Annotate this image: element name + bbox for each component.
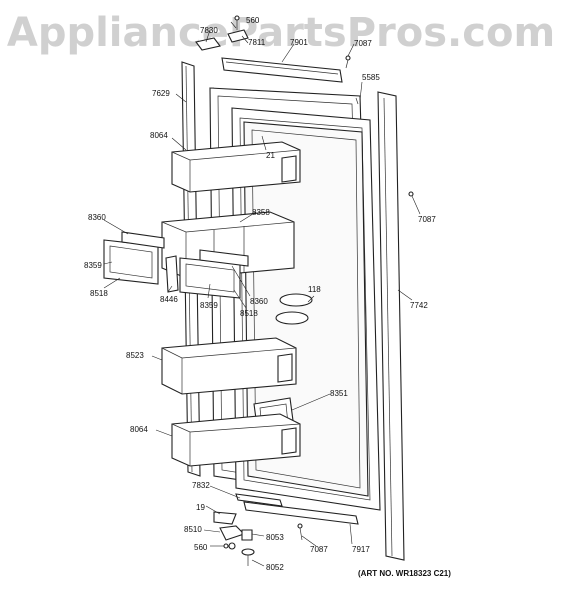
callout-560-bottom: 560 xyxy=(194,543,208,552)
callout-8446: 8446 xyxy=(160,295,178,304)
top-hinge-parts xyxy=(195,15,249,51)
bottom-parts xyxy=(213,493,359,566)
callout-8360-left: 8360 xyxy=(88,213,106,222)
callout-8360-mid: 8360 xyxy=(250,297,268,306)
callout-19: 19 xyxy=(196,503,205,512)
callout-7917: 7917 xyxy=(352,545,370,554)
dairy-door-8359-mid xyxy=(179,249,249,299)
callout-21: 21 xyxy=(266,151,275,160)
callout-7087-top: 7087 xyxy=(354,39,372,48)
bin-8523 xyxy=(161,337,297,395)
callout-7629: 7629 xyxy=(152,89,170,98)
callout-8518-mid: 8518 xyxy=(240,309,258,318)
bin-8064-top xyxy=(171,141,301,193)
callout-7742: 7742 xyxy=(410,301,428,310)
callout-8351: 8351 xyxy=(330,389,348,398)
callout-labels: 560 7830 7811 7901 7087 5585 7629 8064 2… xyxy=(84,16,451,578)
right-trim-7742 xyxy=(377,91,414,561)
callout-8358: 8358 xyxy=(252,208,270,217)
callout-8053: 8053 xyxy=(266,533,284,542)
egg-trays-118 xyxy=(275,293,313,325)
callout-7811: 7811 xyxy=(248,38,266,47)
callout-8518-left: 8518 xyxy=(90,289,108,298)
callout-7901: 7901 xyxy=(290,38,308,47)
callout-7087-right: 7087 xyxy=(418,215,436,224)
callout-118: 118 xyxy=(308,285,321,294)
callout-8359-mid: 8359 xyxy=(200,301,218,310)
callout-560-top: 560 xyxy=(246,16,260,25)
callout-7087-bottom: 7087 xyxy=(310,545,328,554)
dairy-door-8359-left xyxy=(103,231,165,285)
bin-8064-bottom xyxy=(171,413,301,467)
callout-8064-top: 8064 xyxy=(150,131,168,140)
leader-lines xyxy=(103,21,421,567)
callout-8523: 8523 xyxy=(126,351,144,360)
callout-8052: 8052 xyxy=(266,563,284,572)
callout-8510: 8510 xyxy=(184,525,202,534)
callout-5585: 5585 xyxy=(362,73,380,82)
top-cap-7901 xyxy=(221,55,351,83)
callout-8064-bottom: 8064 xyxy=(130,425,148,434)
hinge-8446 xyxy=(165,255,179,293)
watermark: AppliancePartsPros.com xyxy=(6,10,556,56)
art-number: (ART NO. WR18323 C21) xyxy=(358,569,451,578)
callout-7832: 7832 xyxy=(192,481,210,490)
callout-7830: 7830 xyxy=(200,26,218,35)
callout-8359-left: 8359 xyxy=(84,261,102,270)
